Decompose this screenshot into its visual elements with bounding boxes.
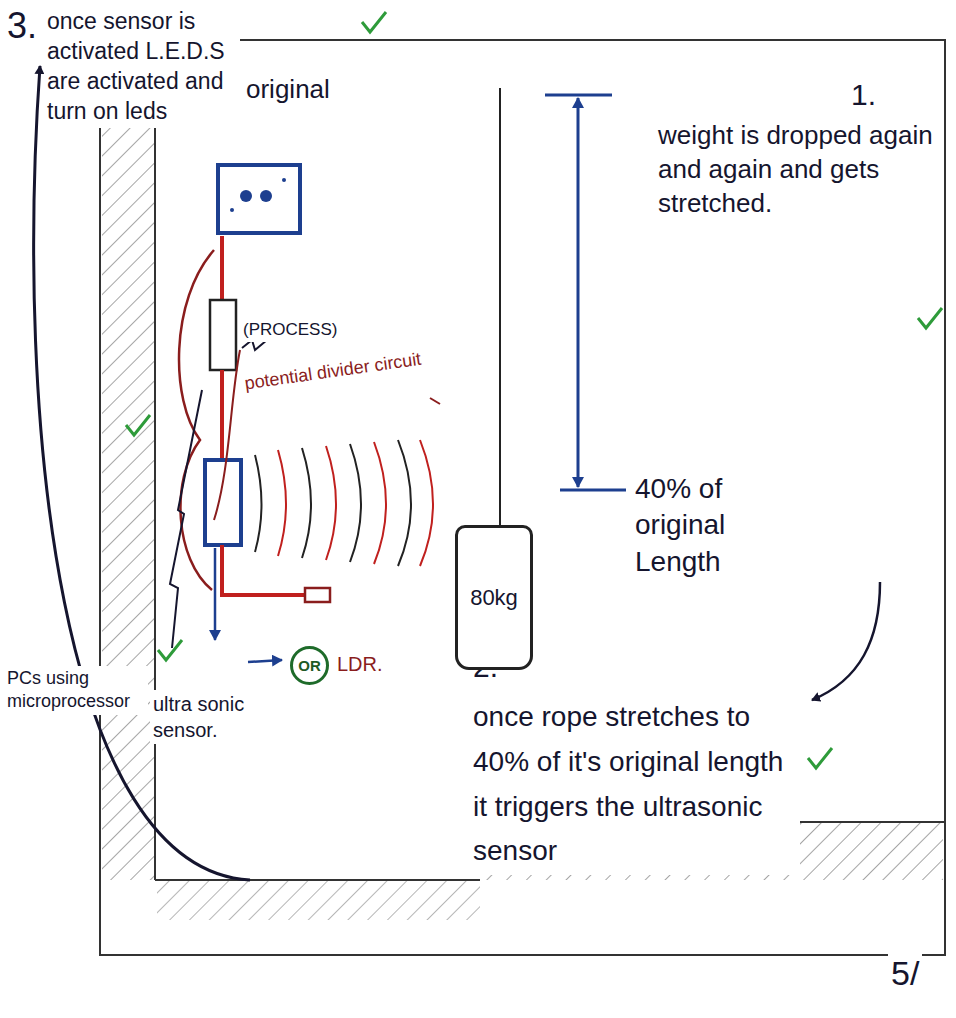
- rope: [499, 88, 501, 525]
- or-circle: OR: [290, 646, 329, 685]
- pointer-arrow: [248, 660, 282, 662]
- circuit-label: potential divider circuit: [240, 346, 426, 397]
- check-mark: [126, 415, 150, 435]
- dimension-label: 40% of original Length: [632, 470, 792, 581]
- annotation-text: weight is dropped again and again and ge…: [655, 118, 940, 221]
- weight-box: 80kg: [455, 525, 533, 670]
- floor-hatching: [157, 880, 480, 920]
- part-label: PCs using microprocessor: [4, 666, 148, 715]
- process-label: (PROCESS): [240, 318, 340, 342]
- wire: [220, 370, 224, 460]
- leader-line: [170, 390, 202, 648]
- floor-line: [155, 879, 480, 881]
- flow-arrow: [34, 66, 250, 880]
- callout-number: 1.: [848, 74, 879, 115]
- dimension-tick: [560, 489, 626, 492]
- dimension-tick: [545, 94, 612, 97]
- callout-number: 3.: [4, 2, 40, 51]
- wire: [220, 236, 224, 300]
- ultrasonic-sensor-symbol: [205, 460, 241, 545]
- wire: [222, 545, 305, 595]
- circuit-loop: [214, 350, 240, 520]
- wave-line: [302, 448, 311, 558]
- led-symbol: [240, 190, 252, 202]
- ldr-symbol: [305, 588, 330, 602]
- score-mark: 5/: [888, 950, 922, 996]
- led-dot: [230, 208, 234, 212]
- resistor-symbol: [210, 300, 236, 370]
- wave-line: [350, 444, 361, 562]
- leader-line: [430, 398, 440, 404]
- check-mark: [918, 308, 942, 328]
- check-mark: [158, 640, 182, 660]
- wave-line: [374, 442, 386, 564]
- wave-line: [398, 440, 411, 566]
- wall-line: [154, 88, 156, 880]
- annotation-text: once rope stretches to 40% of it's origi…: [470, 694, 800, 875]
- dimension-label: original: [243, 72, 333, 108]
- led-dot: [282, 178, 286, 182]
- dimension-arrow: [577, 98, 580, 487]
- check-mark: [808, 748, 832, 768]
- node-text: 80kg: [470, 585, 518, 611]
- part-label: LDR.: [334, 650, 386, 678]
- led-symbol: [260, 190, 272, 202]
- pointer-arrow: [214, 548, 217, 640]
- frame-outline: [100, 40, 945, 955]
- check-mark: [362, 12, 386, 32]
- part-label: ultra sonic sensor.: [150, 690, 262, 744]
- flow-arrow: [812, 582, 880, 700]
- annotation-text: once sensor is activated L.E.D.S are act…: [44, 6, 240, 128]
- wave-line: [420, 440, 433, 566]
- node-text: OR: [298, 657, 321, 674]
- wave-line: [255, 455, 262, 552]
- wave-line: [278, 450, 286, 556]
- wall-hatching: [102, 90, 155, 880]
- wave-line: [326, 446, 336, 560]
- led-box: [218, 165, 300, 233]
